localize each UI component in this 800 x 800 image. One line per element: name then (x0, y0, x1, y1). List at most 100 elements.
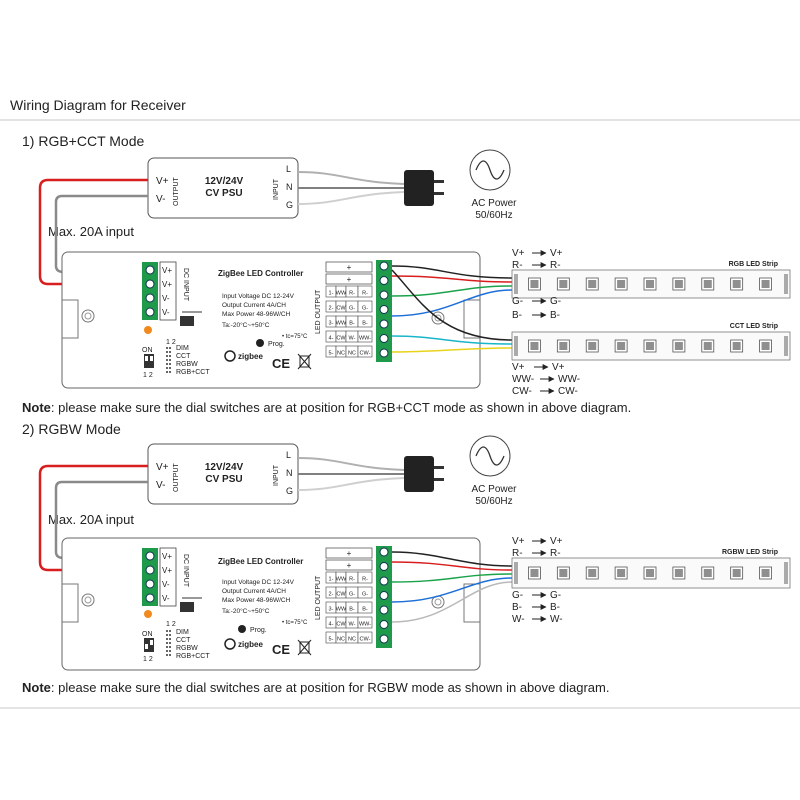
prog-button[interactable] (238, 625, 246, 633)
ac-plug-prong2 (434, 192, 444, 195)
spec-input-voltage: Input Voltage DC 12-24V (222, 293, 295, 300)
wire-out-green (391, 573, 513, 583)
psu-title-line2: CV PSU (205, 474, 242, 485)
wire-out-black (391, 275, 513, 283)
wire-out-green (391, 285, 513, 297)
output-cell: NC (337, 351, 345, 357)
prog-button[interactable] (256, 339, 264, 347)
spec-input-voltage: Input Voltage DC 12-24V (222, 579, 295, 586)
in-term-2: V+ (162, 566, 172, 575)
output-terminal-screws (379, 547, 389, 644)
output-cell: W- (349, 622, 356, 628)
output-cell: 1- (329, 291, 334, 297)
psu-output-label: OUTPUT (173, 177, 180, 207)
note-line: Note: please make sure the dial switches… (22, 400, 631, 415)
in-term-4: V- (162, 308, 170, 317)
weee-bin-icon (297, 639, 312, 656)
terminal-screw (145, 551, 155, 561)
pin-label-left: R- (512, 548, 523, 559)
output-cell-frame (357, 571, 373, 584)
input-terminal-block (142, 262, 158, 320)
terminal-screw (379, 605, 389, 615)
dial-mode-cct: CCT (176, 353, 191, 360)
dial-switch: ON 1 2 1 2 DIM CCT RGBW RGB+CCT (142, 621, 210, 663)
dial-switch: ON 1 2 1 2 DIM CCT RGBW RGB+CCT (142, 339, 210, 379)
remote-icon (180, 597, 202, 612)
prog-label: Prog. (250, 627, 267, 634)
dial-mode-rgbcct: RGB+CCT (176, 653, 210, 660)
ac-label-line1: AC Power (471, 198, 517, 209)
wire-psu-pos (38, 178, 148, 286)
note-bold: Note (22, 400, 51, 415)
in-term-2: V+ (162, 280, 172, 289)
led-chip-core (646, 342, 654, 350)
terminal-screw (379, 305, 389, 314)
dial-nums-bottom: 1 2 (143, 656, 153, 663)
dial-mode-cct: CCT (176, 637, 191, 644)
ac-wire-l (297, 171, 405, 185)
screw-right-inner (434, 314, 442, 322)
input-terminal-screws (145, 265, 155, 317)
zigbee-wordmark: zigbee (238, 352, 263, 361)
output-cell: CW (336, 622, 346, 628)
ac-plug (404, 170, 434, 206)
led-chip-core (530, 342, 539, 350)
spec-ta: Ta:-20°C~+50°C (222, 607, 270, 615)
ac-plug-prong1 (434, 180, 444, 183)
output-cell: CW- (360, 351, 371, 357)
mount-tab-right (463, 583, 480, 623)
strip-pad (784, 336, 788, 356)
led-chip-core (617, 280, 626, 288)
pin-label-left: B- (512, 602, 522, 613)
output-cell: 5- (329, 351, 334, 357)
output-cell-frame (357, 631, 373, 644)
output-cell: WW- (359, 336, 371, 342)
weee-bin-body (299, 641, 310, 654)
output-cell-frame (357, 345, 373, 358)
output-cell: CW (336, 336, 346, 342)
controller-title: ZigBee LED Controller (218, 557, 303, 566)
max-input-label: Max. 20A input (48, 224, 134, 239)
ac-sine-icon (475, 160, 505, 180)
terminal-screw (379, 290, 389, 300)
input-label-box (159, 261, 177, 321)
led-strip-rgbw: RGBW LED Strip (511, 549, 791, 589)
led-chip-core (732, 342, 741, 350)
pin-label-left: V+ (512, 536, 525, 547)
psu-input-label: INPUT (273, 464, 280, 486)
terminal-screw (379, 591, 389, 600)
pin-label-left: CW- (512, 386, 532, 397)
terminal-screw (379, 562, 389, 571)
psu-neg-label: V- (156, 194, 165, 205)
ac-wire-g (297, 191, 405, 205)
dial-nums-bottom: 1 2 (143, 372, 153, 379)
zigbee-logo: zigbee (224, 638, 263, 650)
dial-mode-rgbw: RGBW (176, 361, 198, 368)
psu-title-line1: 12V/24V (205, 462, 244, 473)
dial-switch-body (144, 638, 154, 652)
ac-power-symbol: AC Power 50/60Hz (469, 435, 517, 507)
led-chip-core (732, 280, 741, 288)
ac-wire-l (297, 457, 405, 471)
dial-mode-rgbcct: RGB+CCT (176, 369, 210, 376)
remote-icon-body (180, 316, 194, 326)
spec-max-power: Max Power 48-96W/CH (222, 597, 291, 604)
spec-ta: Ta:-20°C~+50°C (222, 321, 270, 329)
in-term-4: V- (162, 594, 170, 603)
weee-cross-2 (297, 639, 312, 656)
terminal-screw (145, 593, 155, 603)
psu-pos-label: V+ (156, 462, 169, 473)
plus-label-2: + (347, 561, 352, 570)
psu-term-g: G (286, 486, 293, 496)
led-chip-core (674, 569, 683, 577)
output-cell: WW (336, 607, 347, 613)
remote-icon-body (180, 602, 194, 612)
note-text: : please make sure the dial switches are… (51, 400, 631, 415)
ac-plug-prong1 (434, 466, 444, 469)
prog-label: Prog. (268, 341, 285, 348)
pin-label-right: R- (550, 548, 561, 559)
dc-input-label: DC INPUT (182, 268, 189, 302)
mount-tab-left (62, 583, 79, 623)
input-label-box (159, 547, 177, 607)
wire-out-black (391, 551, 513, 567)
